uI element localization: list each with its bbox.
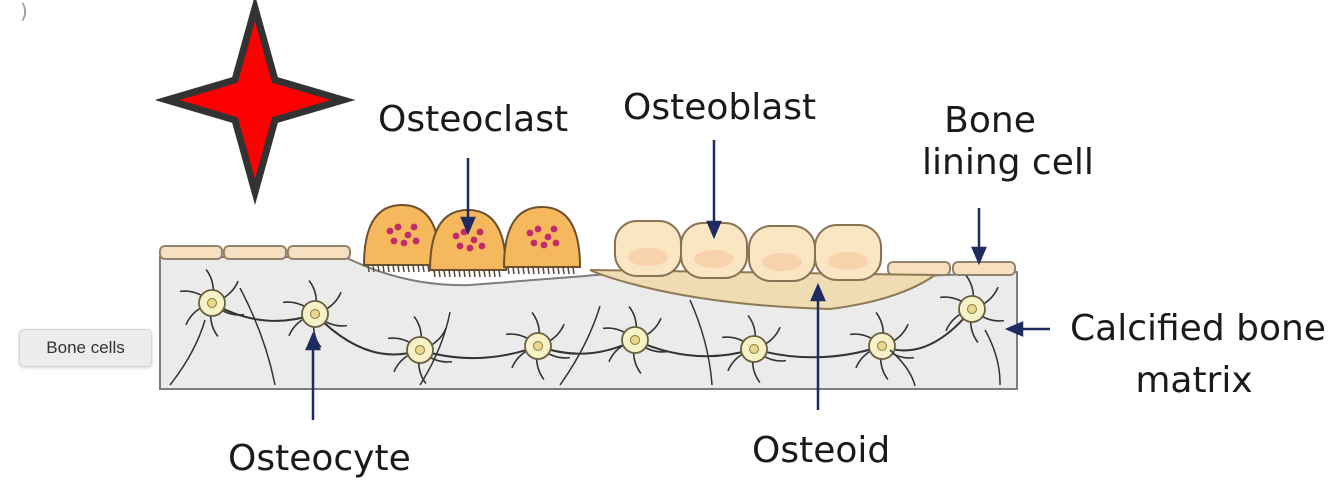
osteoclast-cell [504, 207, 580, 274]
osteoclasts [364, 205, 580, 277]
corner-mark: ) [20, 0, 28, 22]
label-bone-lining-cell: Bone lining cell [922, 100, 1058, 184]
osteoblast-cell [815, 225, 881, 280]
label-calcified-line1: Calcified bone [1070, 308, 1318, 350]
label-bone-lining-line1: Bone [922, 100, 1058, 142]
bone-cells-tooltip: Bone cells [19, 329, 152, 367]
label-calcified-line2: matrix [1070, 360, 1318, 402]
osteoclast-cell [364, 205, 440, 272]
red-star-icon [167, 8, 343, 192]
osteoblast-cell [615, 221, 681, 276]
osteoblast-cell [749, 226, 815, 281]
label-osteoid: Osteoid [752, 430, 890, 472]
label-osteoclast: Osteoclast [378, 99, 568, 141]
label-osteocyte: Osteocyte [228, 438, 411, 480]
bone-lining-cells-left [160, 246, 350, 259]
label-bone-lining-line2: lining cell [922, 142, 1058, 184]
bone-lining-cells-right [888, 262, 1015, 275]
label-calcified-bone-matrix: Calcified bone matrix [1070, 308, 1318, 402]
label-osteoblast: Osteoblast [623, 87, 816, 129]
